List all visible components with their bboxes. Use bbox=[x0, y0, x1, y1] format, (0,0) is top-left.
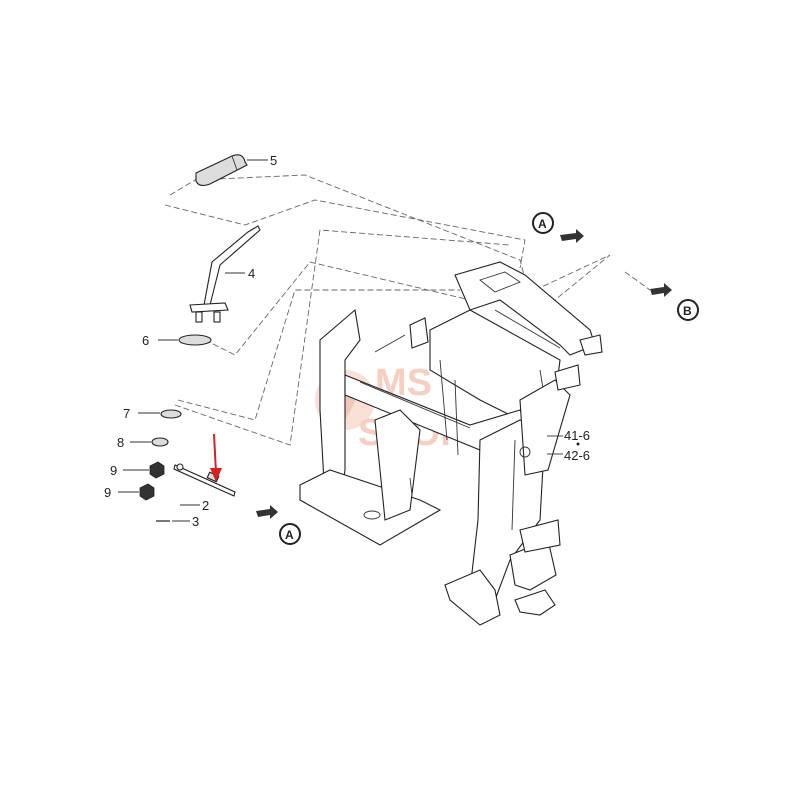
rod-part-2: 2 bbox=[173, 463, 236, 513]
washer-8: 8 bbox=[117, 435, 169, 450]
callout-2: 2 bbox=[202, 498, 209, 513]
leader-lines bbox=[164, 174, 651, 446]
lever-rod-part: 4 bbox=[189, 225, 261, 323]
washer-6: 6 bbox=[142, 333, 212, 348]
callout-4: 4 bbox=[248, 266, 255, 281]
marker-a-top-label: A bbox=[538, 217, 547, 231]
nut-9-upper: 9 bbox=[110, 461, 165, 479]
callout-41-6: 41-6 bbox=[564, 428, 590, 443]
knob-part: 5 bbox=[195, 153, 277, 187]
view-marker-a-top: A bbox=[532, 212, 584, 243]
callout-5: 5 bbox=[270, 153, 277, 168]
callout-3: 3 bbox=[192, 514, 199, 529]
callout-8: 8 bbox=[117, 435, 124, 450]
washer-7: 7 bbox=[123, 406, 182, 421]
callout-7: 7 bbox=[123, 406, 130, 421]
red-indicator-arrow bbox=[210, 433, 222, 482]
marker-a-bottom-label: A bbox=[285, 528, 294, 542]
nut-9-lower: 9 bbox=[104, 483, 155, 501]
callout-6: 6 bbox=[142, 333, 149, 348]
callout-9a: 9 bbox=[110, 463, 117, 478]
main-frame-assembly bbox=[299, 261, 603, 626]
callout-9b: 9 bbox=[104, 485, 111, 500]
callout-42-6: 42-6 bbox=[564, 448, 590, 463]
view-marker-b-right: B bbox=[650, 283, 699, 321]
marker-b-right-label: B bbox=[683, 304, 692, 318]
pin-part-3: 3 bbox=[156, 514, 199, 529]
view-marker-a-bottom: A bbox=[256, 505, 301, 545]
